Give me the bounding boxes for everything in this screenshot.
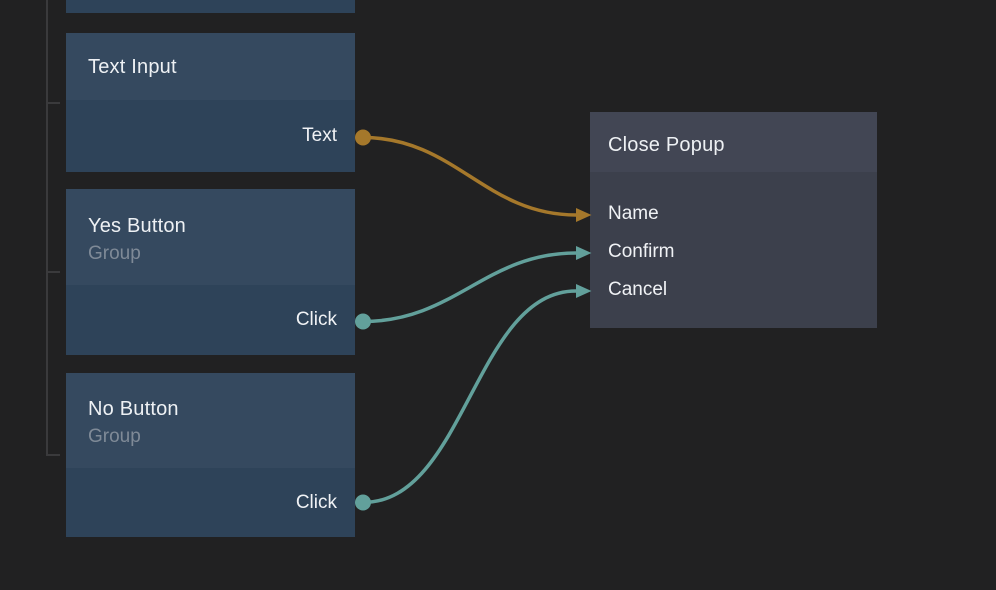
- node-no-button[interactable]: No Button Group Click: [66, 373, 355, 537]
- output-port-row-click[interactable]: Click: [66, 468, 355, 537]
- input-port-row-confirm[interactable]: Confirm: [590, 233, 877, 271]
- output-port-label: Text: [302, 125, 337, 146]
- output-port-dot-no-click[interactable]: [355, 494, 371, 511]
- output-port-row-text[interactable]: Text: [66, 100, 355, 172]
- input-port-label: Name: [608, 203, 659, 224]
- input-port-row-name[interactable]: Name: [590, 195, 877, 233]
- node-offscreen-partial[interactable]: [66, 0, 355, 13]
- output-port-label: Click: [295, 309, 337, 330]
- node-subtitle: Group: [88, 426, 141, 447]
- wire-yesclick-to-confirm-path[interactable]: [362, 251, 577, 324]
- node-text-input-body[interactable]: Text: [66, 100, 355, 172]
- input-port-row-cancel[interactable]: Cancel: [590, 271, 877, 309]
- node-title: No Button: [88, 398, 179, 420]
- input-port-label: Confirm: [608, 241, 675, 262]
- node-close-popup-body[interactable]: Name Confirm Cancel: [590, 172, 877, 328]
- node-yes-button-header[interactable]: Yes Button Group: [66, 189, 355, 285]
- node-yes-button-body[interactable]: Click: [66, 285, 355, 355]
- node-title: Close Popup: [608, 134, 725, 156]
- node-subtitle: Group: [88, 242, 141, 264]
- output-port-label: Click: [295, 491, 337, 513]
- wire-text-to-name[interactable]: [355, 129, 592, 223]
- node-close-popup-header[interactable]: Close Popup: [590, 112, 877, 172]
- bracket-trunk: [46, 0, 60, 456]
- output-port-row-click[interactable]: Click: [66, 285, 355, 355]
- output-port-dot-text[interactable]: [355, 129, 371, 146]
- node-yes-button[interactable]: Yes Button Group Click: [66, 189, 355, 355]
- node-no-button-header[interactable]: No Button Group: [66, 373, 355, 468]
- wire-text-to-name-path[interactable]: [362, 135, 577, 217]
- input-port-label: Cancel: [608, 279, 668, 300]
- wire-noclick-to-cancel[interactable]: [355, 284, 592, 511]
- node-no-button-body[interactable]: Click: [66, 468, 355, 537]
- node-close-popup[interactable]: Close Popup Name Confirm Cancel: [590, 112, 877, 328]
- node-text-input[interactable]: Text Input Text: [66, 33, 355, 172]
- wire-yesclick-to-confirm[interactable]: [355, 246, 592, 330]
- node-text-input-header[interactable]: Text Input: [66, 33, 355, 100]
- node-title: Text Input: [88, 55, 177, 78]
- node-title: Yes Button: [88, 214, 187, 237]
- wire-noclick-to-cancel-path[interactable]: [362, 289, 577, 505]
- output-port-dot-yes-click[interactable]: [355, 313, 371, 330]
- hierarchy-bracket: [46, 0, 60, 456]
